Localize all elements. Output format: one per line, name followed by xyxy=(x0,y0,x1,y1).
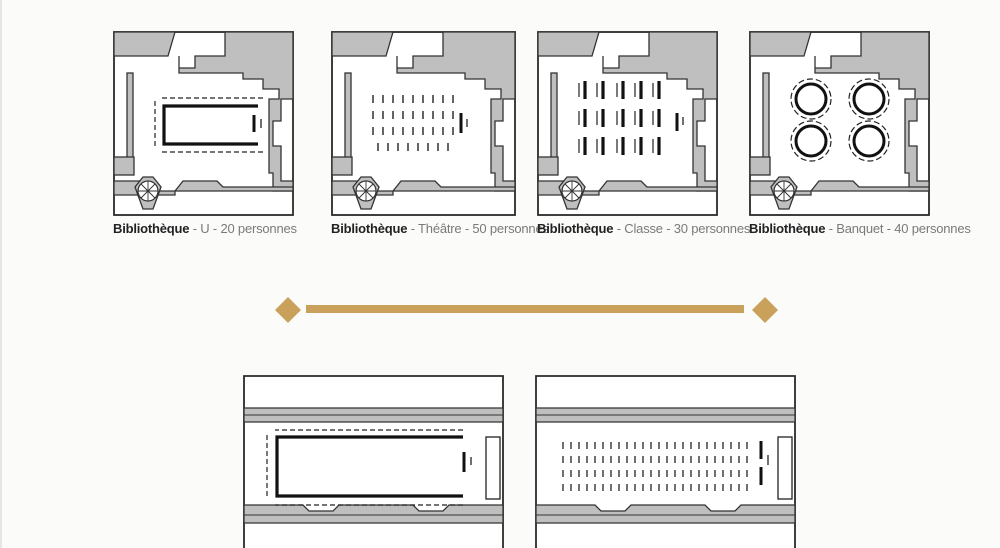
plan-bottom-u xyxy=(243,375,504,548)
caption-theatre: Bibliothèque - Théâtre - 50 personnes xyxy=(331,221,549,236)
divider-diamond-left-icon xyxy=(275,297,301,323)
plan-theatre xyxy=(331,31,516,216)
gold-divider xyxy=(274,294,780,328)
room-name: Bibliothèque xyxy=(113,221,190,236)
caption-classe: Bibliothèque - Classe - 30 personnes xyxy=(537,221,750,236)
divider-bar xyxy=(306,305,744,313)
layout-name: Théâtre xyxy=(418,221,462,236)
capacity: 40 personnes xyxy=(894,221,971,236)
separator: - xyxy=(825,221,837,236)
divider-diamond-right-icon xyxy=(752,297,778,323)
plan-u xyxy=(113,31,294,216)
separator: - xyxy=(613,221,625,236)
capacity: 20 personnes xyxy=(220,221,297,236)
capacity: 50 personnes xyxy=(472,221,549,236)
room-name: Bibliothèque xyxy=(749,221,826,236)
plan-classe xyxy=(537,31,718,216)
layout-name: U xyxy=(200,221,210,236)
caption-u: Bibliothèque - U - 20 personnes xyxy=(113,221,297,236)
separator: - xyxy=(461,221,473,236)
capacity: 30 personnes xyxy=(673,221,751,236)
layout-name: Banquet xyxy=(836,221,884,236)
plan-banquet xyxy=(749,31,930,216)
room-name: Bibliothèque xyxy=(537,221,614,236)
separator: - xyxy=(209,221,221,236)
layout-name: Classe xyxy=(624,221,663,236)
caption-banquet: Bibliothèque - Banquet - 40 personnes xyxy=(749,221,971,236)
plan-bottom-theatre xyxy=(535,375,796,548)
page-edge xyxy=(0,0,2,548)
separator: - xyxy=(662,221,674,236)
separator: - xyxy=(407,221,419,236)
separator: - xyxy=(883,221,895,236)
separator: - xyxy=(189,221,201,236)
room-name: Bibliothèque xyxy=(331,221,408,236)
